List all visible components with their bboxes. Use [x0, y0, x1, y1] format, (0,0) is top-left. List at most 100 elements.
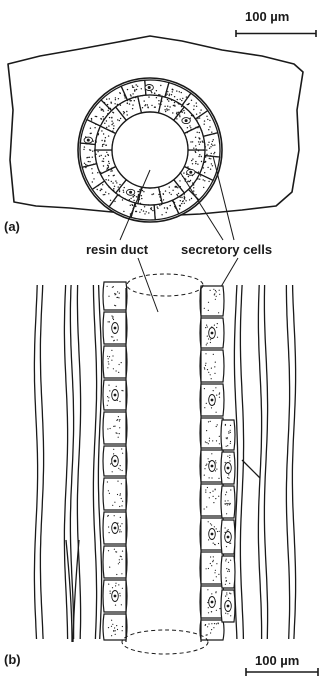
- stipple-dot: [214, 526, 215, 527]
- stipple-dot: [163, 193, 164, 194]
- stipple-dot: [113, 286, 114, 287]
- stipple-dot: [112, 112, 113, 113]
- stipple-dot: [146, 211, 147, 212]
- stipple-dot: [113, 368, 114, 369]
- stipple-dot: [211, 132, 212, 133]
- stipple-dot: [168, 100, 169, 101]
- stipple-dot: [136, 84, 137, 85]
- stipple-dot: [115, 97, 116, 98]
- stipple-dot: [166, 212, 167, 213]
- stipple-dot: [218, 574, 219, 575]
- stipple-dot: [183, 110, 184, 111]
- stipple-dot: [215, 387, 216, 388]
- stipple-dot: [213, 133, 214, 134]
- stipple-dot: [213, 580, 214, 581]
- stipple-dot: [199, 117, 200, 118]
- stipple-dot: [134, 90, 135, 91]
- stipple-dot: [156, 97, 157, 98]
- stipple-dot: [108, 193, 109, 194]
- stipple-dot: [210, 492, 211, 493]
- panel-a-label: (a): [4, 220, 20, 234]
- stipple-dot: [180, 197, 181, 198]
- stipple-dot: [210, 556, 211, 557]
- stipple-dot: [154, 93, 155, 94]
- stipple-dot: [110, 463, 111, 464]
- stipple-dot: [200, 141, 201, 142]
- stipple-dot: [218, 478, 219, 479]
- stipple-dot: [181, 197, 182, 198]
- stipple-dot: [112, 123, 113, 124]
- stipple-dot: [102, 161, 103, 162]
- stipple-dot: [109, 187, 110, 188]
- stipple-dot: [119, 184, 120, 185]
- stipple-dot: [219, 397, 220, 398]
- right-secretory-cell: [200, 350, 224, 382]
- stipple-dot: [108, 627, 109, 628]
- stipple-dot: [104, 140, 105, 141]
- stipple-dot: [114, 549, 115, 550]
- stipple-dot: [141, 195, 142, 196]
- stipple-dot: [120, 517, 121, 518]
- stipple-dot: [107, 481, 108, 482]
- stipple-dot: [198, 156, 199, 157]
- stipple-dot: [208, 623, 209, 624]
- stipple-dot: [107, 168, 108, 169]
- nucleolus: [211, 399, 214, 402]
- stipple-dot: [206, 442, 207, 443]
- stipple-dot: [140, 203, 141, 204]
- stipple-dot: [210, 146, 211, 147]
- stipple-dot: [123, 111, 124, 112]
- stipple-dot: [121, 498, 122, 499]
- stipple-dot: [195, 194, 196, 195]
- tracheid-wall: [98, 285, 101, 639]
- stipple-dot: [208, 142, 209, 143]
- stipple-dot: [228, 474, 229, 475]
- stipple-dot: [176, 112, 177, 113]
- stipple-dot: [116, 625, 117, 626]
- stipple-dot: [195, 161, 196, 162]
- stipple-dot: [141, 209, 142, 210]
- stipple-dot: [164, 109, 165, 110]
- stipple-dot: [210, 339, 211, 340]
- stipple-dot: [113, 426, 114, 427]
- stipple-dot: [214, 293, 215, 294]
- stipple-dot: [99, 156, 100, 157]
- stipple-dot: [209, 158, 210, 159]
- stipple-dot: [206, 154, 207, 155]
- stipple-dot: [137, 86, 138, 87]
- stipple-dot: [112, 505, 113, 506]
- stipple-dot: [139, 199, 140, 200]
- scale-bar-top: [236, 30, 316, 37]
- stipple-dot: [227, 456, 228, 457]
- stipple-dot: [132, 104, 133, 105]
- stipple-dot: [129, 103, 130, 104]
- stipple-dot: [171, 194, 172, 195]
- stipple-dot: [230, 425, 231, 426]
- stipple-dot: [188, 176, 189, 177]
- stipple-dot: [156, 90, 157, 91]
- stipple-dot: [96, 116, 97, 117]
- nucleolus: [114, 327, 117, 330]
- tracheid-junction: [242, 460, 260, 478]
- stipple-dot: [119, 420, 120, 421]
- stipple-dot: [138, 200, 139, 201]
- nucleolus: [114, 595, 117, 598]
- stipple-dot: [213, 139, 214, 140]
- stipple-dot: [218, 623, 219, 624]
- stipple-dot: [207, 336, 208, 337]
- stipple-dot: [229, 593, 230, 594]
- stipple-dot: [204, 368, 205, 369]
- stipple-dot: [205, 492, 206, 493]
- stipple-dot: [122, 453, 123, 454]
- stipple-dot: [127, 100, 128, 101]
- stipple-dot: [111, 124, 112, 125]
- stipple-dot: [103, 144, 104, 145]
- stipple-dot: [209, 497, 210, 498]
- duct-bottom-opening: [122, 630, 208, 654]
- stipple-dot: [214, 572, 215, 573]
- stipple-dot: [108, 167, 109, 168]
- stipple-dot: [216, 440, 217, 441]
- tracheid-wall: [258, 285, 261, 639]
- stipple-dot: [148, 107, 149, 108]
- stipple-dot: [115, 180, 116, 181]
